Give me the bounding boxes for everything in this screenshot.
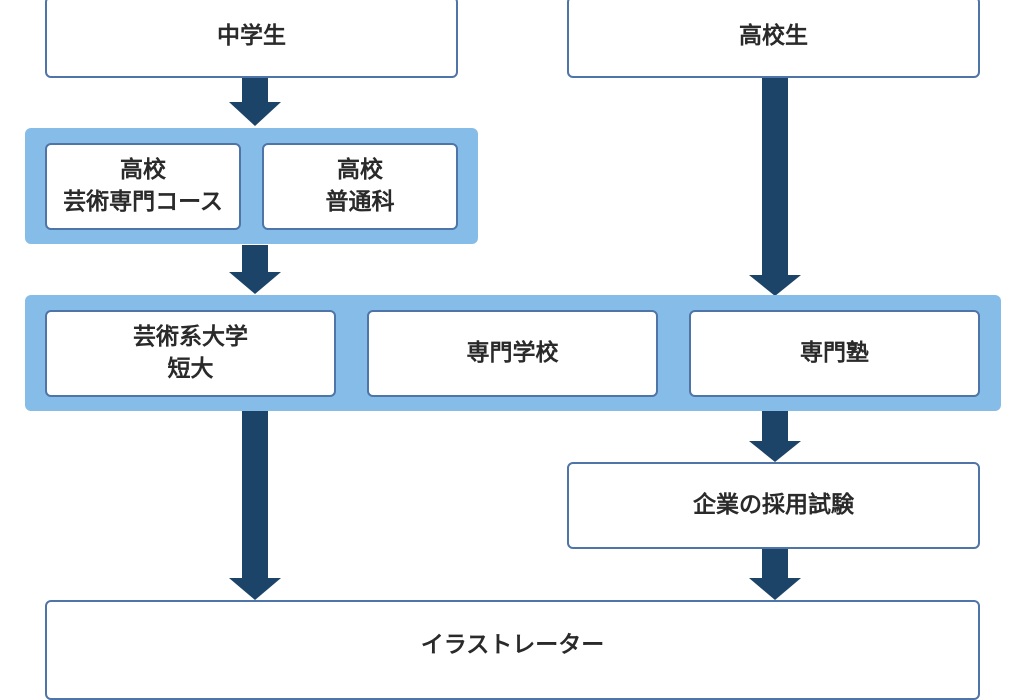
hs-general-box: 高校 普通科 (262, 143, 458, 230)
arrow-junior-high-to-high-school (229, 78, 281, 126)
vocational-school-box: 専門学校 (367, 310, 658, 397)
illustrator-label: イラストレーター (420, 632, 605, 658)
arrow-company-exam-to-illustrator (749, 549, 801, 600)
high-school-student-label: 高校生 (739, 23, 808, 50)
company-exam-label: 企業の採用試験 (693, 491, 854, 518)
junior-high-student-box: 中学生 (45, 0, 458, 78)
private-academy-box: 専門塾 (689, 310, 980, 397)
private-academy-label: 専門塾 (800, 339, 869, 366)
company-exam-box: 企業の採用試験 (567, 462, 980, 549)
high-school-student-box: 高校生 (567, 0, 980, 78)
hs-general-label: 高校 普通科 (325, 157, 395, 215)
art-university-box: 芸術系大学 短大 (45, 310, 336, 397)
hs-art-course-box: 高校 芸術専門コース (45, 143, 241, 230)
art-university-label: 芸術系大学 短大 (133, 324, 248, 382)
arrow-high-school-student-to-higher-education (749, 78, 801, 296)
junior-high-student-label: 中学生 (217, 23, 286, 50)
flow-arrows (229, 78, 801, 600)
arrow-private-academy-to-company-exam (749, 410, 801, 462)
arrow-high-school-to-higher-education (229, 245, 281, 294)
hs-art-course-label: 高校 芸術専門コース (63, 157, 223, 215)
arrow-art-university-to-illustrator (229, 410, 281, 600)
illustrator-box: イラストレーター (45, 600, 980, 700)
vocational-school-label: 専門学校 (466, 339, 559, 366)
